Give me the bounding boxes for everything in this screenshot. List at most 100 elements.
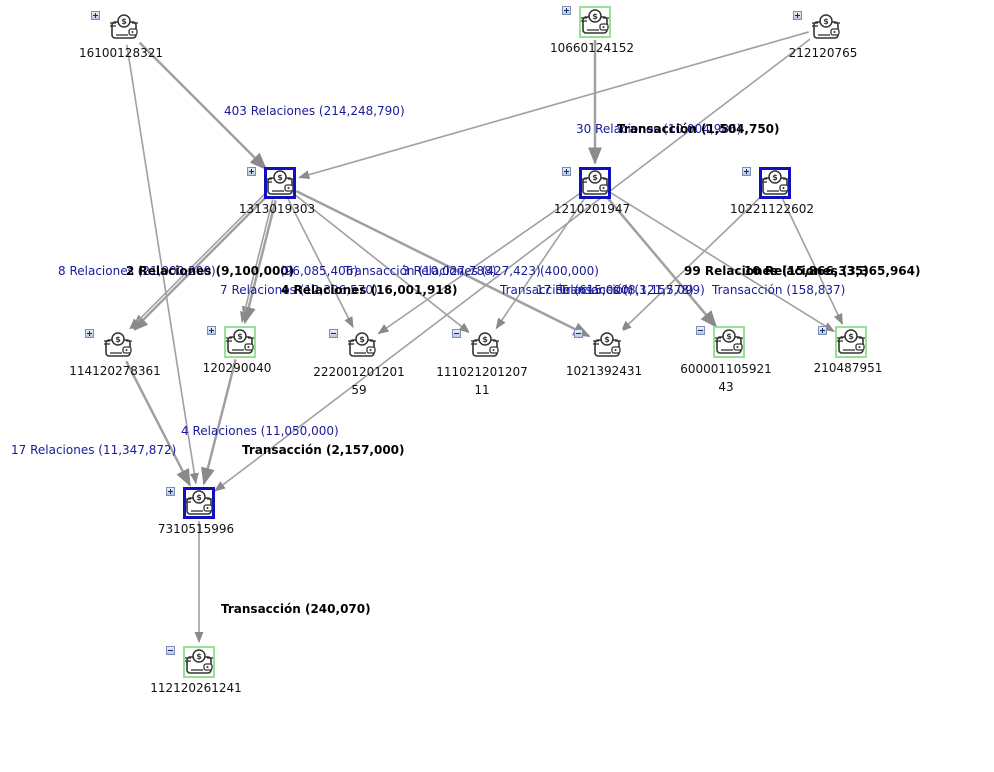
- expand-icon[interactable]: [91, 11, 100, 20]
- edge-label[interactable]: 17 Relaciones (8,121,578): [536, 283, 694, 297]
- edge-label[interactable]: Transacción (158,837): [712, 283, 846, 297]
- edge-line[interactable]: [240, 199, 274, 323]
- node-label: 120290040: [202, 361, 272, 375]
- expand-icon[interactable]: [742, 167, 751, 176]
- node-icon-box[interactable]: $: [835, 326, 867, 358]
- wallet-node[interactable]: $1210201947: [554, 167, 630, 227]
- edge-label[interactable]: 8 Relaciones (21,000,200): [58, 264, 216, 278]
- edge-label[interactable]: 403 Relaciones (214,248,790): [224, 104, 405, 118]
- edge-label[interactable]: 10 Relaciones (3,365,964): [744, 264, 921, 278]
- expand-icon[interactable]: [247, 167, 256, 176]
- wallet-node[interactable]: $16100128321: [79, 11, 163, 71]
- edge-line[interactable]: [293, 193, 471, 334]
- edge-line[interactable]: [125, 360, 191, 487]
- edge-line[interactable]: [298, 31, 809, 180]
- svg-text:$: $: [604, 335, 610, 344]
- edge-label[interactable]: Transacción (10,027,788): [344, 264, 497, 278]
- expand-icon[interactable]: [818, 326, 827, 335]
- node-icon-box[interactable]: $: [264, 167, 296, 199]
- node-icon-box[interactable]: $: [108, 11, 140, 43]
- edge-label[interactable]: Transacción (615,000): [500, 283, 634, 297]
- node-icon-box[interactable]: $: [102, 329, 134, 361]
- wallet-node[interactable]: $7310515996: [158, 487, 234, 547]
- collapse-icon[interactable]: [696, 326, 705, 335]
- wallet-node[interactable]: $1021392431: [566, 329, 642, 389]
- edge-label[interactable]: 2 Relaciones (9,100,000): [126, 264, 295, 278]
- edge-label[interactable]: Transacción (3,157,099): [560, 283, 705, 297]
- expand-icon[interactable]: [166, 487, 175, 496]
- edge-line[interactable]: [609, 191, 835, 333]
- node-icon-box[interactable]: $: [346, 329, 378, 361]
- node-icon-box[interactable]: $: [579, 167, 611, 199]
- node-icon-box[interactable]: $: [183, 487, 215, 519]
- edge-label[interactable]: 3 Relaciones (427,423): [402, 264, 541, 278]
- svg-text:$: $: [121, 17, 127, 26]
- svg-text:$: $: [726, 332, 732, 341]
- node-icon-box[interactable]: $: [469, 329, 501, 361]
- edge-line[interactable]: [130, 194, 269, 333]
- wallet-node[interactable]: $120290040: [203, 326, 271, 386]
- expand-icon[interactable]: [793, 11, 802, 20]
- edge-line[interactable]: [126, 44, 199, 485]
- collapse-icon[interactable]: [452, 329, 461, 338]
- wallet-node[interactable]: $10221122602: [730, 167, 814, 227]
- wallet-node[interactable]: $212120765: [789, 11, 857, 71]
- edge-line[interactable]: [782, 198, 844, 325]
- edge-line[interactable]: [214, 37, 813, 492]
- edge-label[interactable]: (400,000): [540, 264, 599, 278]
- edge-label[interactable]: 4 Relaciones (16,001,918): [281, 283, 458, 297]
- edge-label[interactable]: 4 Relaciones (11,050,000): [181, 424, 339, 438]
- svg-text:$: $: [237, 332, 243, 341]
- expand-icon[interactable]: [207, 326, 216, 335]
- edge-label[interactable]: Transacción (240,070): [221, 602, 371, 616]
- edge-line[interactable]: [295, 189, 591, 338]
- node-icon-box[interactable]: $: [810, 11, 842, 43]
- wallet-node[interactable]: $1313019303: [239, 167, 315, 227]
- edge-label[interactable]: Transacción (2,157,000): [242, 443, 405, 457]
- wallet-icon: $: [348, 332, 376, 357]
- expand-icon[interactable]: [562, 6, 571, 15]
- edge-label[interactable]: 30 Relaciones (10,004,986): [576, 122, 742, 136]
- edge-line[interactable]: [135, 38, 268, 171]
- edge-line[interactable]: [241, 200, 277, 325]
- wallet-node[interactable]: $10660124152: [550, 6, 634, 66]
- edge-label[interactable]: 17 Relaciones (11,347,872): [11, 443, 177, 457]
- node-icon-box[interactable]: $: [183, 646, 215, 678]
- svg-text:$: $: [359, 335, 365, 344]
- wallet-node[interactable]: $114120278361: [69, 329, 161, 389]
- edge-label[interactable]: (96,085,406): [280, 264, 359, 278]
- edge-label[interactable]: 99 Relaciones (15,866,335): [684, 264, 869, 278]
- edge-line[interactable]: [377, 192, 581, 335]
- svg-text:$: $: [196, 493, 202, 502]
- edge-line[interactable]: [129, 193, 266, 330]
- svg-text:$: $: [592, 173, 598, 182]
- wallet-icon: $: [226, 329, 254, 354]
- expand-icon[interactable]: [85, 329, 94, 338]
- expand-icon[interactable]: [562, 167, 571, 176]
- edge-line[interactable]: [201, 359, 237, 486]
- collapse-icon[interactable]: [329, 329, 338, 338]
- wallet-node[interactable]: $210487951: [814, 326, 882, 386]
- edge-label[interactable]: Transacción (1,504,750): [617, 122, 780, 136]
- collapse-icon[interactable]: [166, 646, 175, 655]
- svg-text:$: $: [277, 173, 283, 182]
- node-icon-box[interactable]: $: [224, 326, 256, 358]
- wallet-icon: $: [185, 490, 213, 515]
- svg-text:$: $: [772, 173, 778, 182]
- node-icon-box[interactable]: $: [713, 326, 745, 358]
- edge-label[interactable]: 7 Relaciones (12,306,570): [220, 283, 378, 297]
- node-icon-box[interactable]: $: [579, 6, 611, 38]
- edge-line[interactable]: [620, 194, 763, 332]
- node-icon-box[interactable]: $: [591, 329, 623, 361]
- edge-line[interactable]: [495, 197, 586, 330]
- node-icon-box[interactable]: $: [759, 167, 791, 199]
- wallet-node[interactable]: $112120261241: [150, 646, 242, 706]
- edge-line[interactable]: [605, 195, 718, 329]
- collapse-icon[interactable]: [574, 329, 583, 338]
- edge-line[interactable]: [287, 198, 354, 329]
